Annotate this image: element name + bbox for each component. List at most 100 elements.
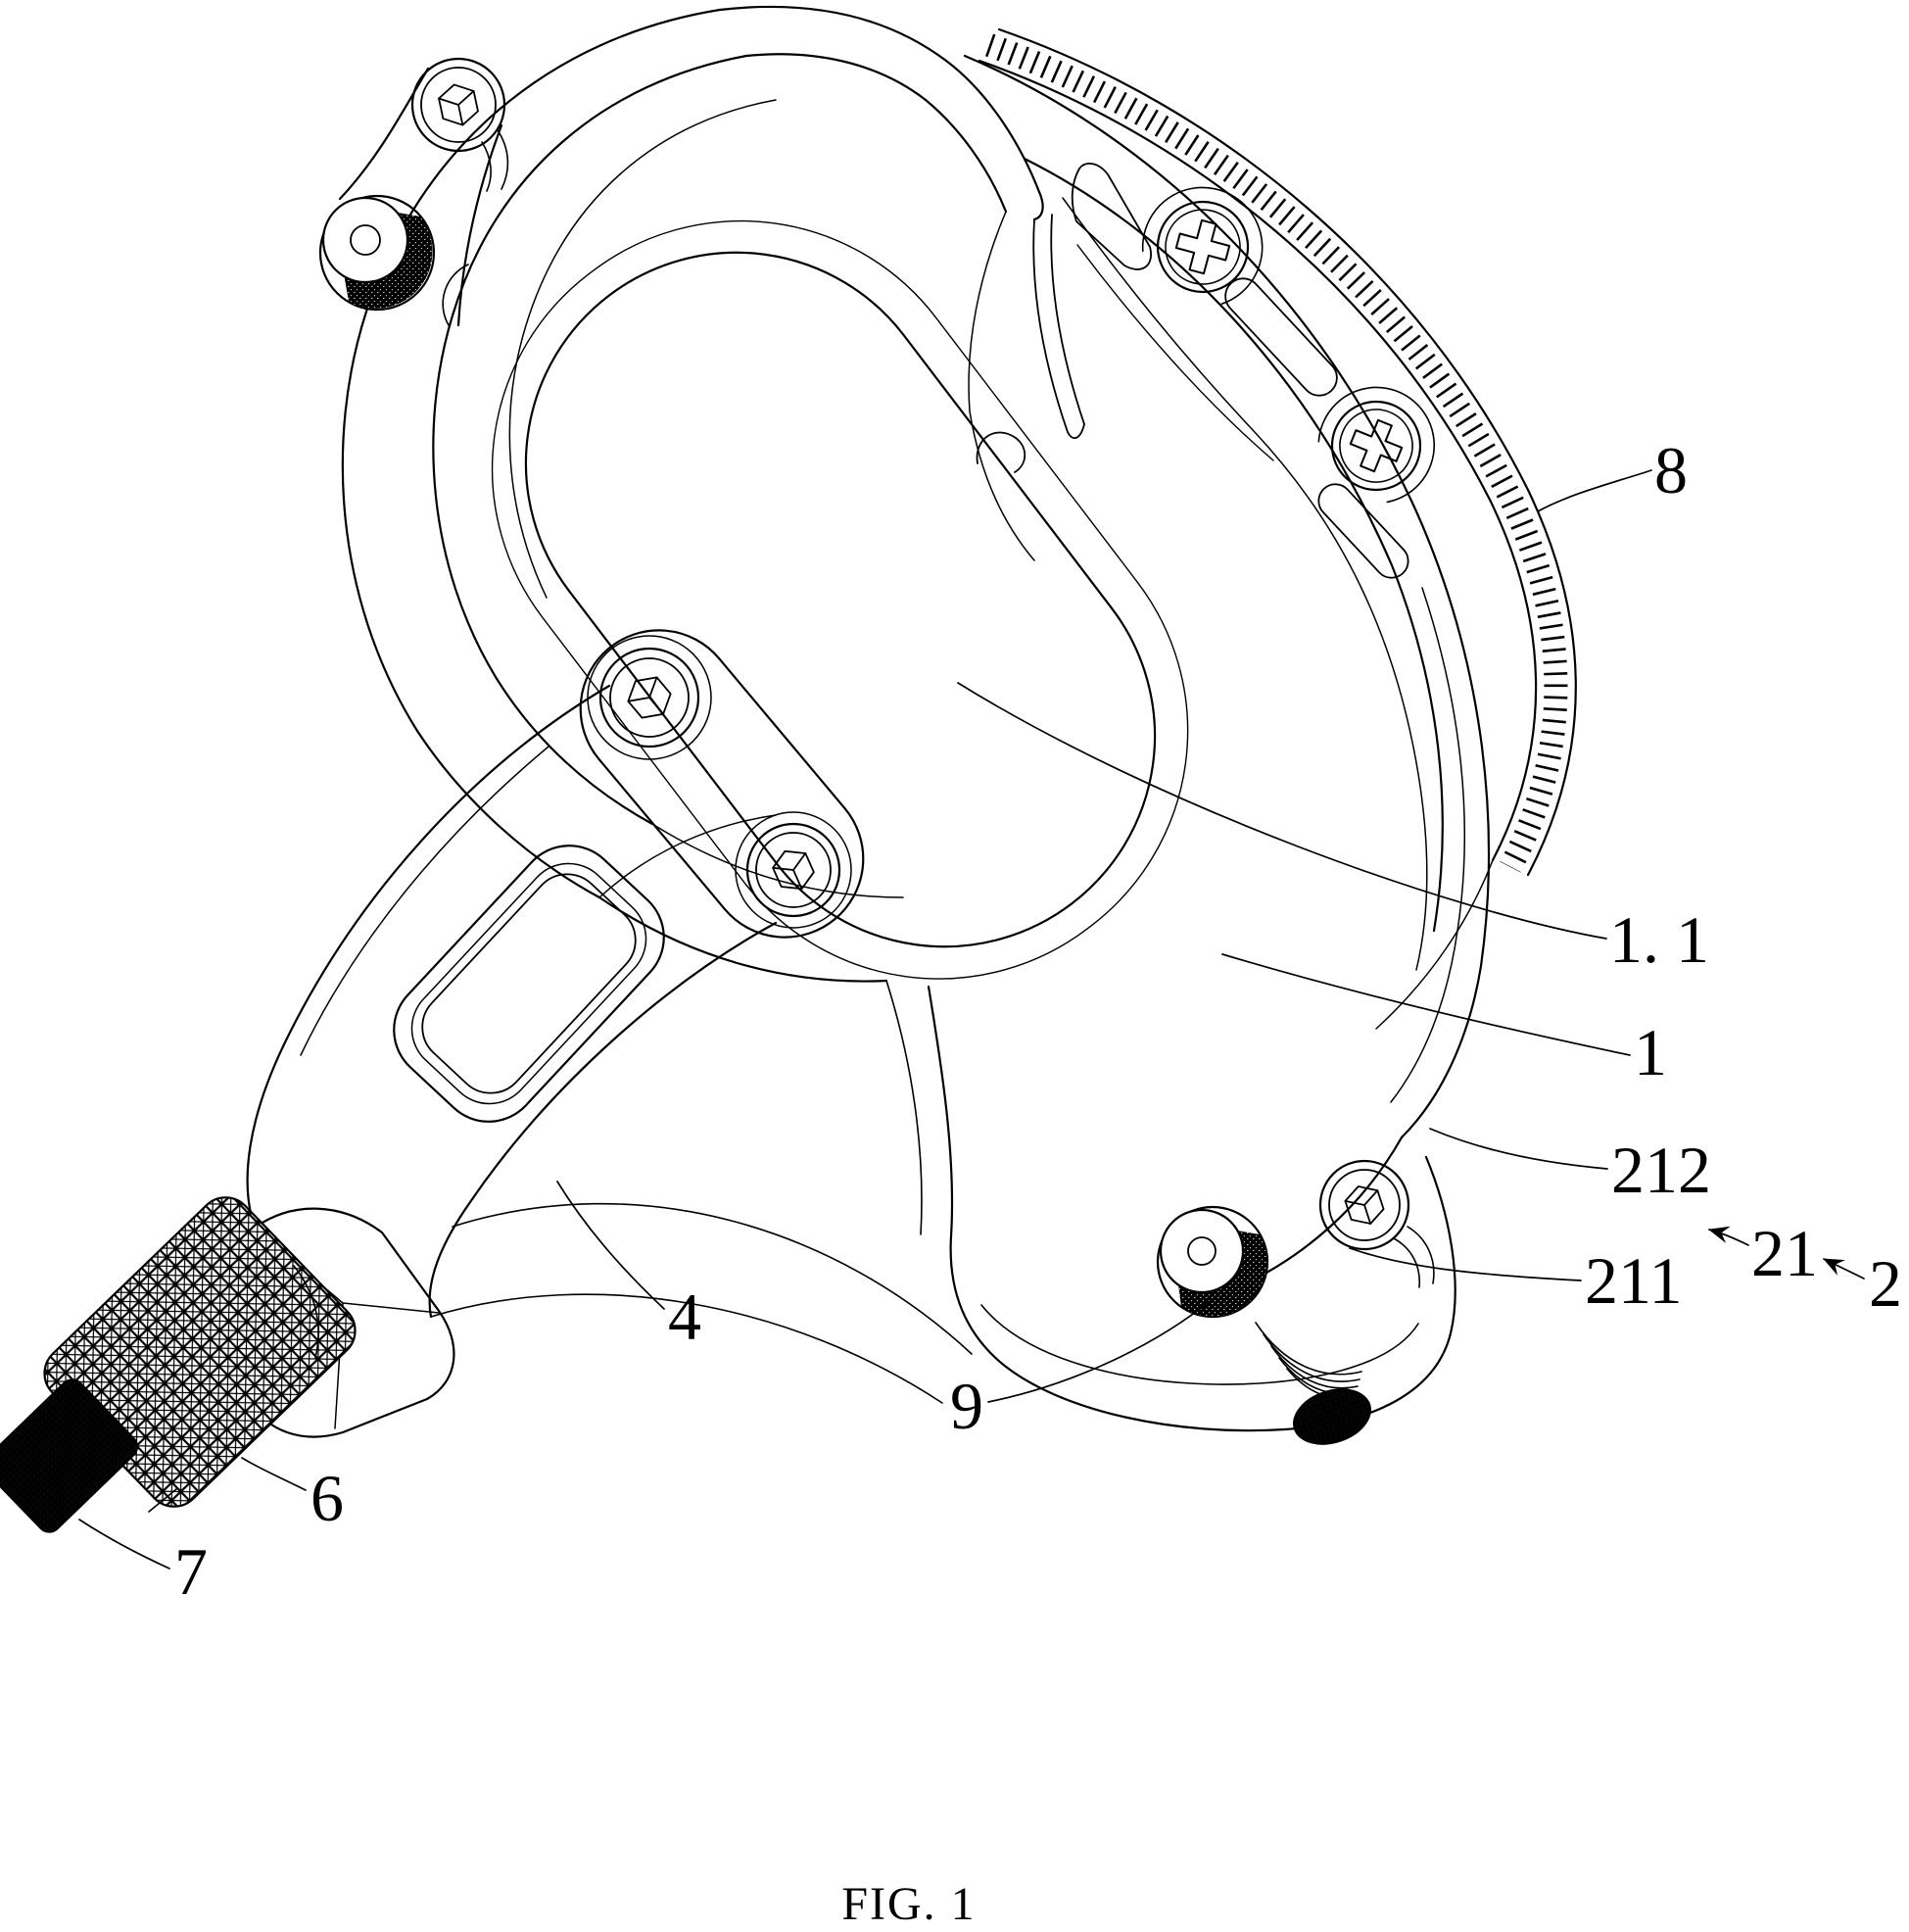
- roller-hole: [350, 224, 381, 256]
- latch-spring-curl: [976, 431, 1026, 473]
- ring-bottom-inner-a: [597, 895, 888, 983]
- latch-lever: [976, 214, 1085, 473]
- hook-top-outer: [718, 5, 1041, 194]
- figure-caption: FIG. 1: [841, 1878, 977, 1930]
- jaw-inner-bottom: [980, 1304, 1419, 1385]
- disc-face-arc: [1390, 587, 1465, 1103]
- ref-label-1: 1: [1634, 1015, 1667, 1089]
- ref-label-7: 7: [174, 1534, 208, 1609]
- central-opening-chamfer: [491, 219, 1189, 980]
- socket-screw-pivot-a: [598, 647, 700, 749]
- jaw-outline: [927, 985, 1456, 1432]
- washer-arcs: [1393, 1226, 1435, 1288]
- cross-recess-icon: [1349, 418, 1404, 473]
- knob-tip: [0, 1378, 177, 1533]
- roller-knurl-shading: [1178, 1231, 1267, 1317]
- ref-label-4: 4: [668, 1280, 701, 1354]
- ref-label-21: 21: [1751, 1216, 1818, 1290]
- ring-outer-left: [341, 8, 722, 899]
- knurled-nub: [1293, 1388, 1371, 1445]
- hex-socket-icon: [772, 849, 815, 891]
- latch-rod-right: [1050, 214, 1085, 425]
- disc-inner-edge: [978, 59, 1538, 862]
- ring-bottom-inner-b: [651, 823, 904, 898]
- handle-right-edge: [428, 921, 778, 1319]
- pivot-boss-a: [587, 635, 712, 760]
- lower-roller: [1156, 1205, 1269, 1319]
- leader-line-7: [78, 1519, 170, 1570]
- ref-label-6: 6: [310, 1461, 344, 1535]
- leader-line-212: [1429, 1128, 1608, 1170]
- screw-body-arc: [481, 129, 509, 192]
- hook-tip: [1032, 190, 1044, 221]
- central-opening: [524, 251, 1157, 948]
- ring-band-left: [508, 99, 777, 599]
- threaded-stud: [1255, 1322, 1362, 1400]
- tip-body: [0, 1378, 139, 1533]
- plate-slot-lower: [1317, 483, 1409, 579]
- plate-left-edge: [1062, 197, 1428, 971]
- ring-inner-left: [432, 54, 748, 826]
- arm-pivot-boss: [442, 264, 469, 326]
- grip-window-mid: [410, 862, 647, 1105]
- plate-triangle-cutout: [1071, 163, 1152, 270]
- plate-outer-edge: [963, 54, 1491, 1139]
- handle-left-edge: [246, 684, 611, 1230]
- roller-hole: [1187, 1236, 1217, 1266]
- ref-label-2: 2: [1869, 1246, 1902, 1321]
- roller-face: [321, 196, 409, 284]
- leader-line-211: [1349, 1247, 1582, 1281]
- plate-detail-arc: [1076, 244, 1274, 461]
- phillips-screw-upper: [1141, 186, 1264, 305]
- cover-plate: [963, 54, 1491, 1139]
- disc-grip-hatching: [985, 33, 1568, 873]
- leader-line-4: [556, 1181, 665, 1310]
- leader-line-8: [1537, 469, 1652, 512]
- linkage-arm: [318, 57, 509, 327]
- handle: [221, 684, 973, 1438]
- plate-inner-edge: [1023, 157, 1444, 933]
- ref-label-211: 211: [1585, 1243, 1682, 1318]
- screw-boss-arc: [1317, 386, 1436, 504]
- hex-socket-icon: [627, 676, 672, 719]
- upper-roller: [318, 194, 436, 312]
- clamp-ring: [341, 5, 1189, 983]
- ref-label-8: 8: [1654, 433, 1688, 507]
- pivot-boss-b: [735, 811, 852, 929]
- cross-recess-icon: [1174, 218, 1231, 275]
- latch-rod-tip: [1067, 423, 1085, 439]
- roller-body: [1156, 1205, 1269, 1319]
- socket-screw-top: [410, 57, 509, 192]
- jaw-left-inner: [885, 980, 923, 1235]
- leader-line-9: [987, 1298, 1214, 1403]
- arm-left-edge: [338, 67, 430, 201]
- phillips-screw-lower: [1317, 386, 1436, 504]
- handle-lower-sweep-a: [452, 1202, 973, 1355]
- ref-label-9: 9: [950, 1369, 983, 1443]
- gear-disc: [978, 27, 1577, 1103]
- handle-lower-sweep-b: [430, 1293, 943, 1404]
- screw-boss-arc: [1141, 186, 1264, 305]
- hook-top-inner: [744, 53, 1008, 214]
- leader-line-2: [1823, 1258, 1865, 1280]
- hex-socket-icon: [438, 83, 479, 126]
- roller-body: [318, 194, 436, 312]
- knob-end-cap: [293, 1265, 319, 1359]
- pivot-link: [579, 629, 865, 939]
- socket-screw-pivot-b: [745, 822, 841, 918]
- lower-jaw: [885, 980, 1456, 1445]
- roller-face: [1159, 1208, 1245, 1294]
- disc-bottom-contour: [1375, 859, 1494, 1030]
- grip-window-outer: [393, 845, 665, 1123]
- ref-label-212: 212: [1611, 1133, 1711, 1207]
- pivot-block: [579, 629, 865, 939]
- arm-right-edge: [456, 123, 503, 327]
- socket-screw-jaw: [1318, 1159, 1435, 1288]
- roller-knurl-shading: [344, 213, 433, 309]
- disc-outer-edge: [997, 27, 1577, 877]
- handle-facet-line: [300, 746, 549, 1056]
- leader-line-21: [1708, 1226, 1749, 1246]
